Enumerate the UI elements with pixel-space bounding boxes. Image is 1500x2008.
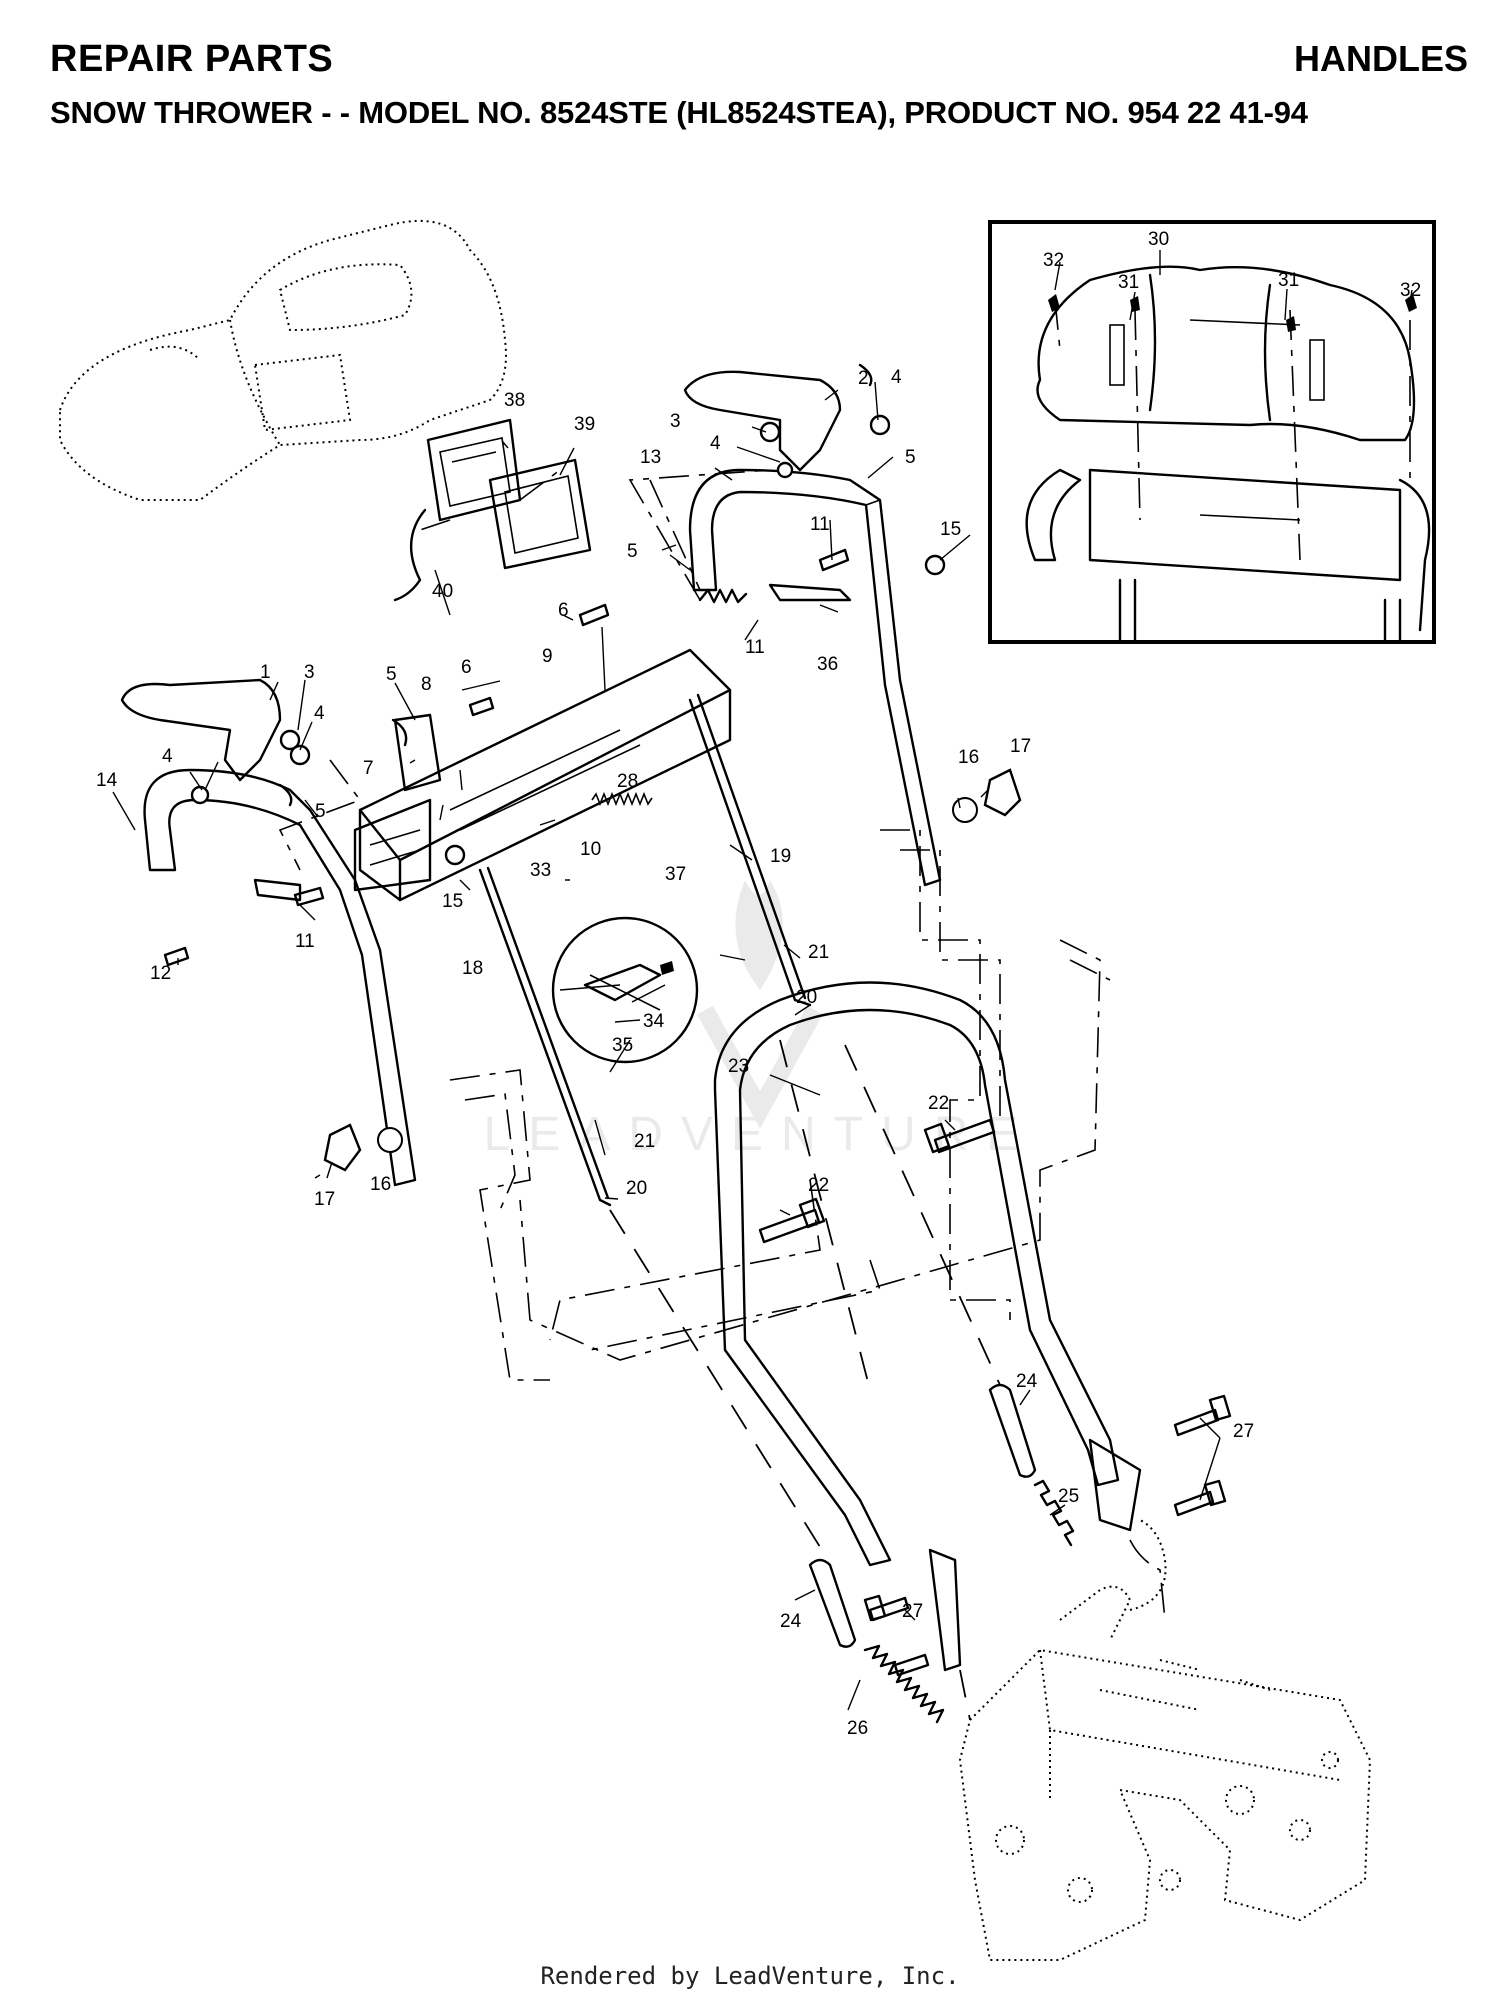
callout-19: 19 <box>770 846 791 867</box>
chassis-dotted <box>958 1519 1372 1961</box>
light-wire <box>393 508 427 602</box>
bolt-27-a <box>1173 1394 1232 1437</box>
callout-35: 35 <box>612 1035 633 1056</box>
callout-21-left: 21 <box>634 1131 655 1152</box>
callout-13: 13 <box>640 447 661 468</box>
callout-11-top: 11 <box>810 514 830 535</box>
callout-5-left: 5 <box>386 664 397 685</box>
callout-25: 25 <box>1058 1486 1079 1507</box>
callout-6-top: 6 <box>558 600 569 621</box>
callout-3-top: 3 <box>670 411 681 432</box>
watermark-text: LEADVENTURE <box>484 1108 1037 1161</box>
callout-15-left: 15 <box>442 891 463 912</box>
console-dotted <box>59 219 507 501</box>
callout-9: 9 <box>542 646 553 667</box>
callout-21-right: 21 <box>808 942 829 963</box>
callout-18: 18 <box>462 958 483 979</box>
callout-4-left-top: 4 <box>314 703 325 724</box>
callout-23: 23 <box>728 1056 749 1077</box>
callout-14: 14 <box>96 770 118 791</box>
callout-33: 33 <box>530 860 551 881</box>
callout-7: 7 <box>363 758 374 779</box>
callout-11-mid: 11 <box>745 637 765 658</box>
right-shift-rod <box>688 698 812 1007</box>
callout-1: 1 <box>260 662 271 683</box>
callout-39: 39 <box>574 414 595 435</box>
callout-labels: 2 4 3 4 5 13 11 15 5 6 11 36 9 6 1 3 5 8… <box>96 229 1421 1739</box>
detail-circle <box>551 916 699 1064</box>
footer-credit: Rendered by LeadVenture, Inc. <box>540 1962 960 1990</box>
callout-2: 2 <box>858 368 869 389</box>
callout-3-left: 3 <box>304 662 315 683</box>
callout-22-right: 22 <box>928 1093 949 1114</box>
callout-27-lower: 27 <box>902 1601 923 1622</box>
spring-37 <box>591 791 653 807</box>
model-subtitle: SNOW THROWER - - MODEL NO. 8524STE (HL85… <box>50 95 1308 130</box>
callout-15-right: 15 <box>940 519 961 540</box>
callout-20-left: 20 <box>626 1178 647 1199</box>
callout-4-top: 4 <box>891 367 902 388</box>
callout-20-right: 20 <box>796 987 817 1008</box>
spring-36 <box>698 588 748 604</box>
callout-8: 8 <box>421 674 432 695</box>
bolt-27-b <box>1173 1479 1227 1517</box>
handle-cross-panel <box>353 648 732 902</box>
control-panel-inset <box>988 220 1436 644</box>
group-title: HANDLES <box>1293 38 1468 79</box>
callout-32-left: 32 <box>1043 250 1064 271</box>
callout-5-center: 5 <box>627 541 638 562</box>
callout-31-left: 31 <box>1118 272 1139 293</box>
callout-37: 37 <box>665 864 686 885</box>
callout-22-left: 22 <box>808 1175 829 1196</box>
sleeve-24-a <box>988 1383 1037 1478</box>
callout-6-left: 6 <box>461 657 472 678</box>
callout-24-lower: 24 <box>780 1611 802 1632</box>
left-control-lever <box>120 678 282 782</box>
callout-16-left: 16 <box>370 1174 391 1195</box>
knob-17-left <box>323 1123 403 1172</box>
callout-38: 38 <box>504 390 525 411</box>
callout-36: 36 <box>817 654 838 675</box>
callout-12: 12 <box>150 963 171 984</box>
sleeve-24-b <box>808 1558 857 1648</box>
callout-4-mid: 4 <box>710 433 721 454</box>
headlight <box>488 458 592 570</box>
callout-30: 30 <box>1148 229 1169 250</box>
callout-17-left: 17 <box>314 1189 335 1210</box>
right-control-lever <box>683 370 842 472</box>
spring-26 <box>863 1644 945 1724</box>
callout-34: 34 <box>643 1011 665 1032</box>
bolt-27-c <box>863 1594 910 1622</box>
leadventure-watermark: LEADVENTURE <box>484 880 1037 1161</box>
left-upper-handle <box>143 768 417 1187</box>
right-upper-handle <box>688 468 942 887</box>
section-title: REPAIR PARTS <box>50 38 334 80</box>
callout-5-top: 5 <box>905 447 916 468</box>
callout-11-left: 11 <box>295 931 315 952</box>
bolt-22-a <box>923 1118 996 1154</box>
callout-5-lower: 5 <box>315 801 326 822</box>
callout-26: 26 <box>847 1718 868 1739</box>
bolt-22-b <box>758 1197 826 1244</box>
callout-24-right: 24 <box>1016 1371 1038 1392</box>
spring-25 <box>1033 1479 1075 1547</box>
light-housing <box>426 418 522 522</box>
callout-17-right: 17 <box>1010 736 1031 757</box>
callout-4-left: 4 <box>162 746 173 767</box>
callout-16-right: 16 <box>958 747 979 768</box>
callout-40: 40 <box>432 581 453 602</box>
callout-28: 28 <box>617 771 638 792</box>
left-shift-rod <box>478 868 612 1207</box>
knob-17-right <box>952 768 1022 823</box>
callout-27-right: 27 <box>1233 1421 1254 1442</box>
callout-31-right: 31 <box>1278 270 1299 291</box>
callout-10: 10 <box>580 839 601 860</box>
callout-32-right: 32 <box>1400 280 1421 301</box>
lower-handle <box>713 981 1142 1672</box>
